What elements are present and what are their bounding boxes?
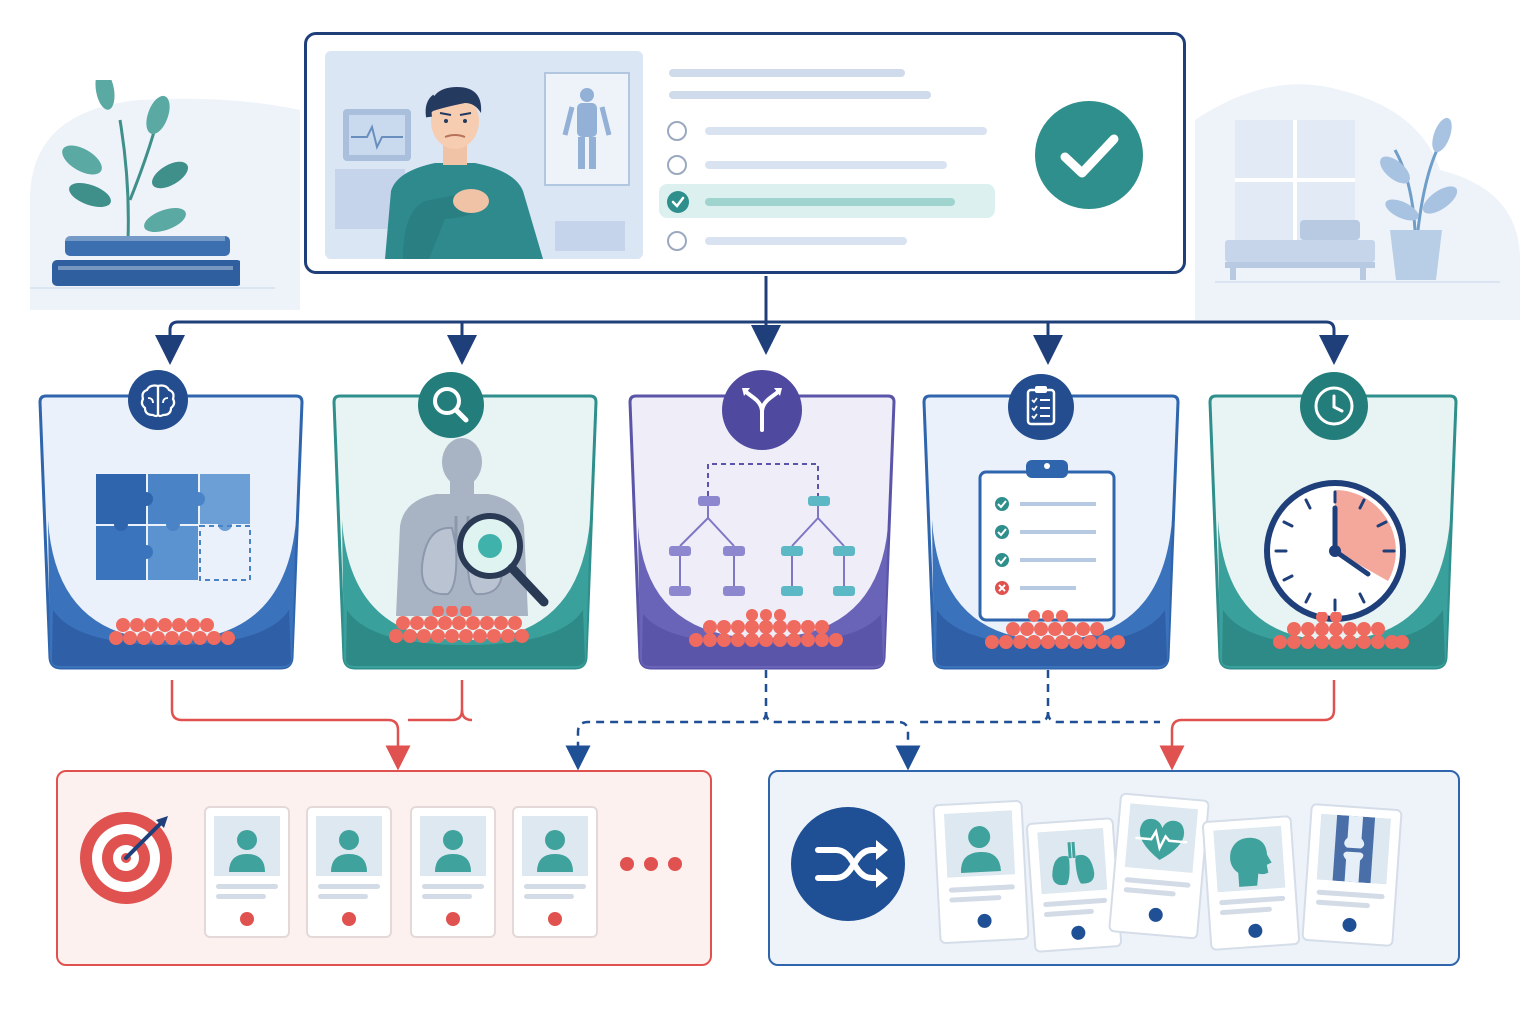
- radio-option-3-checked[interactable]: [667, 191, 689, 213]
- focused-set-panel: [56, 770, 712, 966]
- clipboard-checklist-icon: [978, 460, 1116, 622]
- knee-xray-icon: [1316, 813, 1392, 885]
- head-profile-icon: [1213, 825, 1286, 893]
- beads-icon: [689, 609, 843, 647]
- status-dot: [1148, 907, 1164, 923]
- option-2-line: [705, 161, 947, 169]
- status-dot: [446, 912, 460, 926]
- person-icon: [316, 816, 382, 876]
- heart-ecg-icon: [1124, 803, 1199, 873]
- status-dot: [977, 913, 992, 929]
- ecg-monitor-icon: [343, 109, 411, 161]
- option-1-line: [705, 127, 987, 135]
- clock-timer-icon: [1264, 480, 1406, 622]
- beads-icon: [389, 606, 529, 643]
- window-plant-illustration: [1225, 117, 1458, 280]
- case-card[interactable]: [1201, 815, 1301, 951]
- container-reasoning: [36, 360, 306, 680]
- option-3-line: [705, 198, 955, 206]
- status-dot: [548, 912, 562, 926]
- status-dot: [240, 912, 254, 926]
- case-title-line: [669, 69, 905, 77]
- status-dot: [1070, 925, 1086, 941]
- ellipsis-icon: [620, 857, 682, 871]
- decision-tree-icon: [669, 463, 855, 596]
- clipboard-icon: [1008, 374, 1074, 440]
- clock-icon: [1300, 372, 1368, 440]
- radio-option-2[interactable]: [667, 155, 687, 175]
- anatomy-poster-icon: [544, 72, 630, 186]
- person-icon: [522, 816, 588, 876]
- shuffle-icon: [791, 807, 905, 921]
- beads-icon: [1273, 612, 1409, 649]
- case-card[interactable]: [932, 799, 1030, 945]
- status-dot: [1342, 917, 1357, 933]
- radio-option-4[interactable]: [667, 231, 687, 251]
- brain-icon: [128, 370, 188, 430]
- case-card[interactable]: [306, 806, 392, 938]
- case-card[interactable]: [1301, 802, 1403, 948]
- case-card[interactable]: [1108, 792, 1210, 940]
- lungs-icon: [1037, 827, 1108, 895]
- container-checklist: [920, 360, 1182, 680]
- small-check-icon: [671, 196, 685, 208]
- container-investigation: [330, 360, 600, 680]
- magnifier-icon: [418, 372, 484, 438]
- target-icon: [80, 812, 172, 904]
- torso-lungs-magnifier-icon: [396, 438, 549, 616]
- case-card[interactable]: [410, 806, 496, 938]
- branch-icon: [722, 370, 802, 450]
- beads-icon: [109, 618, 235, 645]
- case-panel: [304, 32, 1186, 274]
- check-circle-icon: [1035, 101, 1143, 209]
- container-decision: [626, 356, 898, 676]
- person-icon: [214, 816, 280, 876]
- shuffled-set-panel: [768, 770, 1460, 966]
- case-subtitle-line: [669, 91, 931, 99]
- status-dot: [342, 912, 356, 926]
- case-card[interactable]: [204, 806, 290, 938]
- status-dot: [1247, 923, 1263, 939]
- radio-option-1[interactable]: [667, 121, 687, 141]
- case-card[interactable]: [1025, 817, 1123, 953]
- container-time: [1206, 360, 1460, 680]
- case-card[interactable]: [512, 806, 598, 938]
- person-icon: [420, 816, 486, 876]
- person-icon: [943, 810, 1016, 878]
- beads-icon: [985, 610, 1125, 649]
- option-4-line: [705, 237, 907, 245]
- patient-chest-pain-illustration: [325, 51, 643, 259]
- puzzle-icon: [96, 474, 251, 581]
- plant-books-illustration: [52, 80, 240, 286]
